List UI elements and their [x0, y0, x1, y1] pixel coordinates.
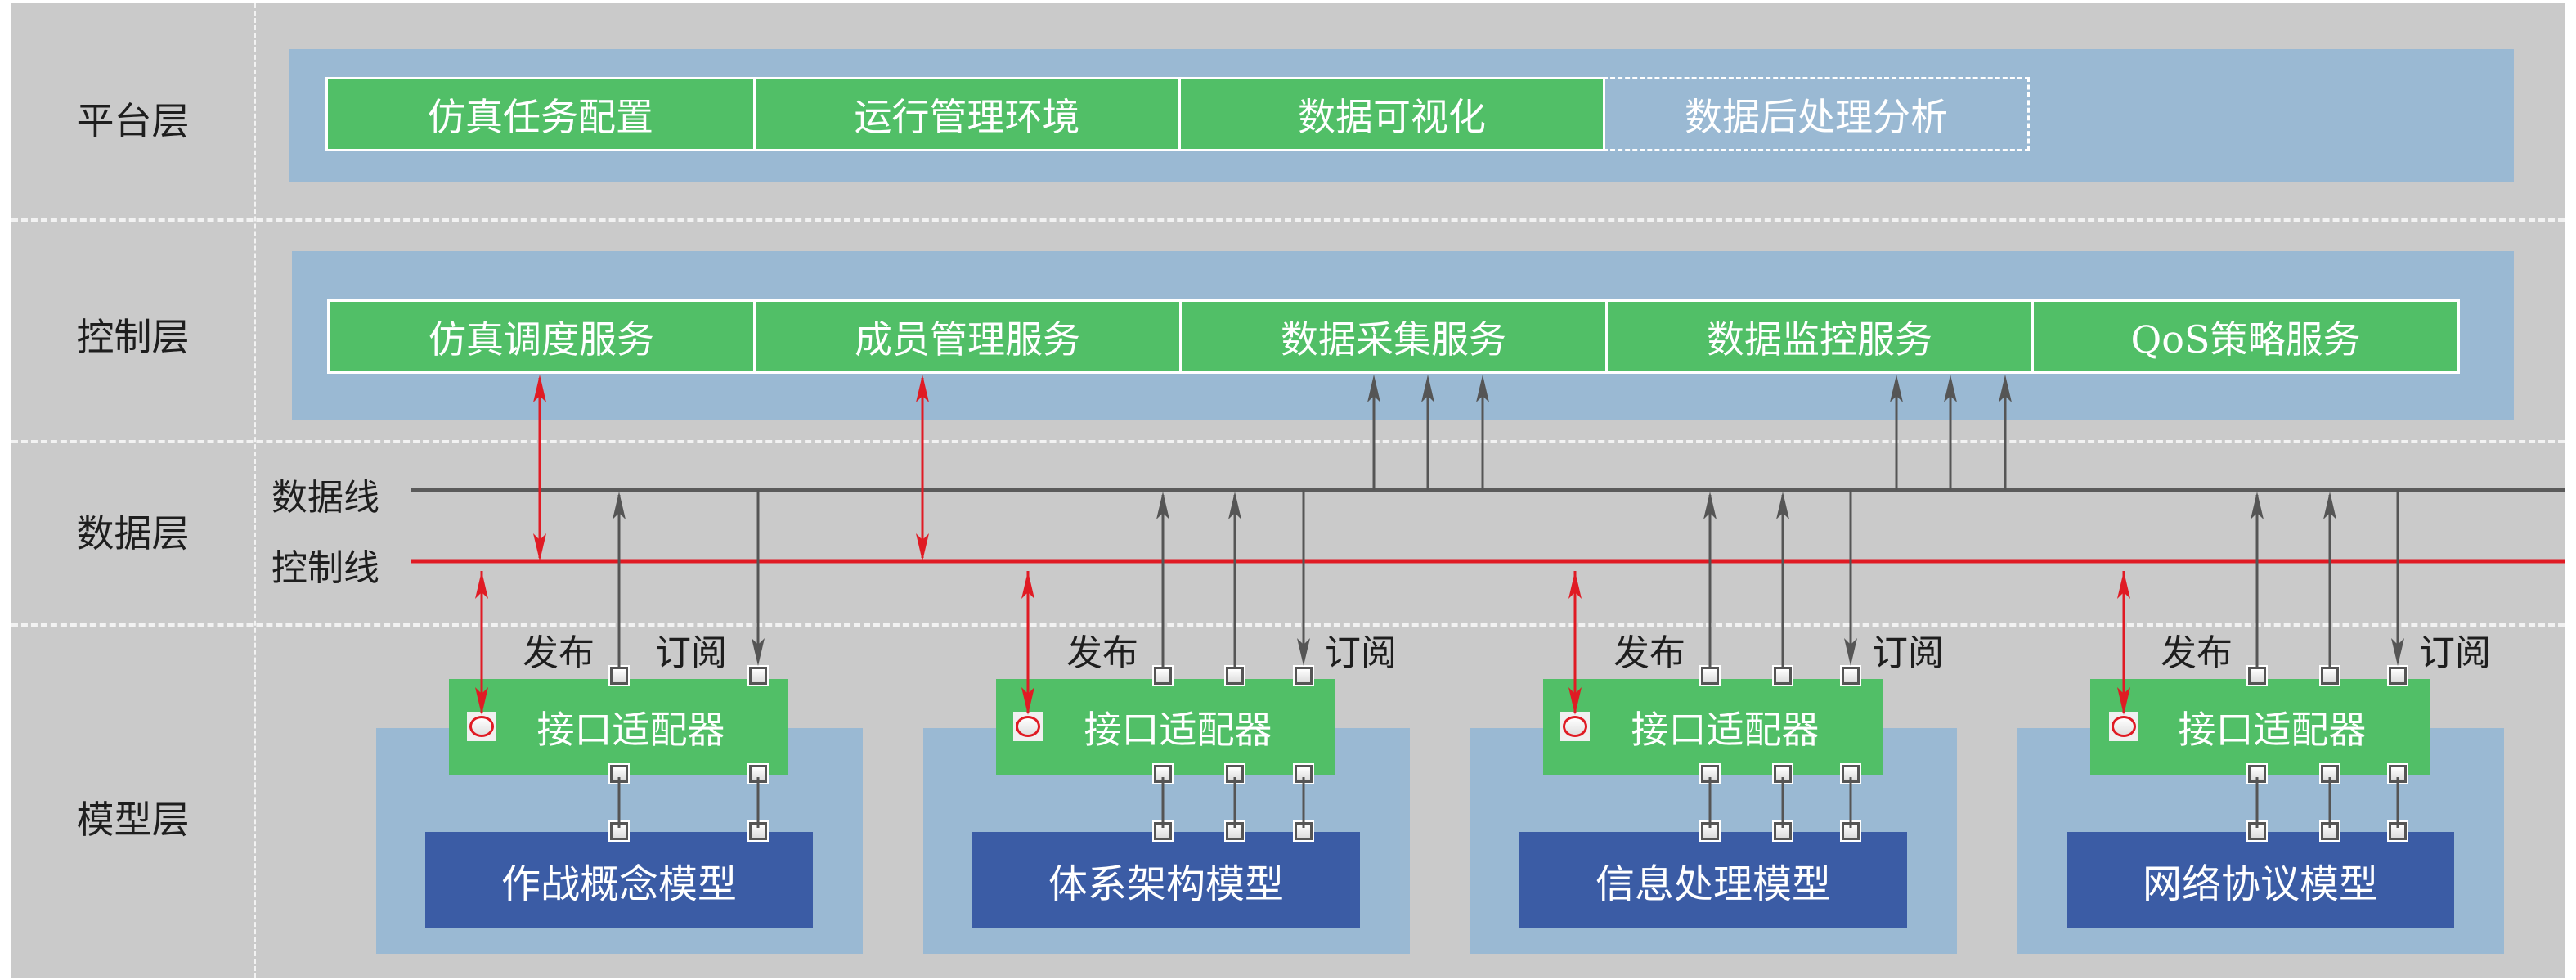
adapter-bottom-port[interactable] — [1293, 763, 1314, 784]
interface-adapter[interactable]: 接口适配器 — [996, 679, 1335, 775]
interface-adapter[interactable]: 接口适配器 — [449, 679, 788, 775]
adapter-bottom-port[interactable] — [747, 763, 769, 784]
platform-services: 仿真任务配置运行管理环境数据可视化数据后处理分析 — [325, 77, 2030, 151]
adapter-top-port[interactable] — [1224, 665, 1245, 686]
layer-label-model: 模型层 — [76, 798, 190, 842]
publish-label: 发布 — [1066, 632, 1138, 674]
publish-label: 发布 — [1613, 632, 1685, 674]
model-box[interactable]: 体系架构模型 — [972, 832, 1360, 928]
adapter-top-port[interactable] — [1699, 665, 1721, 686]
subscribe-label: 订阅 — [655, 632, 727, 674]
adapter-top-port[interactable] — [2319, 665, 2340, 686]
subscribe-label: 订阅 — [1325, 632, 1397, 674]
adapter-top-port[interactable] — [1772, 665, 1793, 686]
layer-label-data: 数据层 — [76, 511, 190, 555]
ring-icon — [469, 716, 494, 737]
architecture-diagram: 平台层 控制层 数据层 模型层 仿真任务配置运行管理环境数据可视化数据后处理分析… — [11, 3, 2565, 978]
adapter-top-port[interactable] — [608, 665, 630, 686]
interface-adapter[interactable]: 接口适配器 — [1543, 679, 1883, 775]
adapter-bottom-port[interactable] — [1224, 763, 1245, 784]
ring-icon — [1563, 716, 1587, 737]
column-divider — [254, 3, 256, 978]
adapter-top-port[interactable] — [1840, 665, 1861, 686]
interface-adapter[interactable]: 接口适配器 — [2090, 679, 2430, 775]
platform-item-0[interactable]: 仿真任务配置 — [325, 77, 756, 151]
control-service-3[interactable]: 数据监控服务 — [1605, 299, 2034, 374]
publish-label: 发布 — [523, 632, 595, 674]
layer-label-platform: 平台层 — [76, 99, 190, 143]
model-port[interactable] — [608, 820, 630, 842]
model-port[interactable] — [2319, 820, 2340, 842]
ring-icon — [1016, 716, 1040, 737]
model-box[interactable]: 作战概念模型 — [425, 832, 813, 928]
model-box[interactable]: 网络协议模型 — [2067, 832, 2454, 928]
subscribe-label: 订阅 — [2419, 632, 2491, 674]
layer-label-control: 控制层 — [76, 315, 190, 359]
layer-divider-1 — [11, 218, 2565, 222]
adapter-top-port[interactable] — [2387, 665, 2408, 686]
control-port-icon — [1560, 712, 1590, 741]
model-port[interactable] — [1840, 820, 1861, 842]
ring-icon — [2112, 716, 2136, 737]
model-box[interactable]: 信息处理模型 — [1519, 832, 1907, 928]
model-port[interactable] — [1224, 820, 1245, 842]
platform-item-3[interactable]: 数据后处理分析 — [1603, 77, 2030, 151]
model-port[interactable] — [1152, 820, 1174, 842]
platform-item-1[interactable]: 运行管理环境 — [753, 77, 1181, 151]
adapter-bottom-port[interactable] — [1699, 763, 1721, 784]
adapter-top-port[interactable] — [2246, 665, 2268, 686]
data-line-label: 数据线 — [272, 477, 379, 519]
model-port[interactable] — [1772, 820, 1793, 842]
model-port[interactable] — [1293, 820, 1314, 842]
platform-item-2[interactable]: 数据可视化 — [1178, 77, 1605, 151]
model-port[interactable] — [1699, 820, 1721, 842]
control-port-icon — [1013, 712, 1043, 741]
subscribe-label: 订阅 — [1872, 632, 1944, 674]
publish-label: 发布 — [2161, 632, 2233, 674]
control-service-0[interactable]: 仿真调度服务 — [327, 299, 756, 374]
adapter-bottom-port[interactable] — [1772, 763, 1793, 784]
layer-divider-2 — [11, 440, 2565, 443]
control-port-icon — [467, 712, 496, 741]
adapter-top-port[interactable] — [1293, 665, 1314, 686]
adapter-bottom-port[interactable] — [1840, 763, 1861, 784]
adapter-top-port[interactable] — [1152, 665, 1174, 686]
adapter-top-port[interactable] — [747, 665, 769, 686]
model-port[interactable] — [747, 820, 769, 842]
adapter-bottom-port[interactable] — [2319, 763, 2340, 784]
adapter-bottom-port[interactable] — [2387, 763, 2408, 784]
adapter-bottom-port[interactable] — [1152, 763, 1174, 784]
control-service-4[interactable]: QoS策略服务 — [2031, 299, 2460, 374]
model-port[interactable] — [2246, 820, 2268, 842]
control-line-label: 控制线 — [272, 547, 379, 589]
adapter-bottom-port[interactable] — [608, 763, 630, 784]
control-service-2[interactable]: 数据采集服务 — [1179, 299, 1608, 374]
adapter-bottom-port[interactable] — [2246, 763, 2268, 784]
layer-divider-3 — [11, 623, 2565, 627]
model-port[interactable] — [2387, 820, 2408, 842]
control-port-icon — [2109, 712, 2138, 741]
control-service-1[interactable]: 成员管理服务 — [753, 299, 1182, 374]
